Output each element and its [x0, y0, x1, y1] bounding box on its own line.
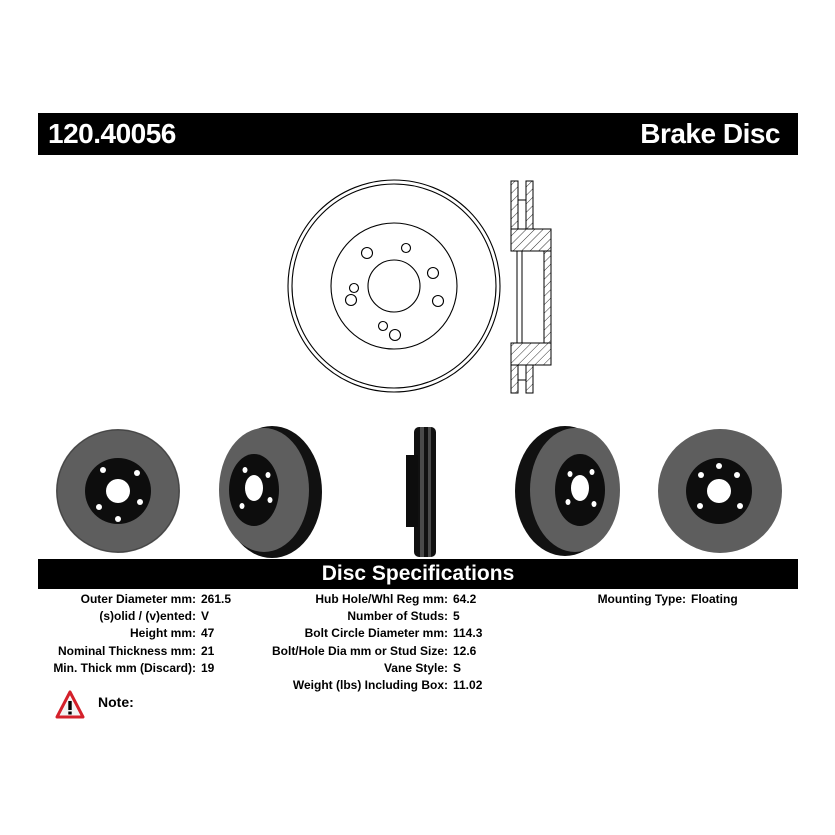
- spec-row: Number of Studs: 5: [270, 608, 482, 625]
- spec-row: Height mm: 47: [30, 625, 231, 642]
- spec-label: Vane Style:: [383, 660, 448, 675]
- spec-label: Number of Studs:: [347, 609, 448, 624]
- spec-label: (s)olid / (v)ented:: [99, 609, 196, 624]
- spec-label: Min. Thick mm (Discard):: [53, 660, 196, 675]
- spec-row: Hub Hole/Whl Reg mm: 64.2: [270, 591, 482, 608]
- note-label: Note:: [98, 694, 134, 710]
- product-type: Brake Disc: [640, 118, 780, 149]
- spec-label: Bolt Circle Diameter mm:: [304, 626, 448, 641]
- spec-row: Bolt/Hole Dia mm or Stud Size: 12.6: [270, 643, 482, 660]
- spec-value: 64.2: [453, 592, 477, 606]
- spec-row: Outer Diameter mm: 261.5: [30, 591, 231, 608]
- spec-value: 11.02: [453, 678, 483, 693]
- spec-value: V: [201, 609, 210, 624]
- spec-row: Bolt Circle Diameter mm: 114.3: [270, 625, 483, 642]
- spec-label: Nominal Thickness mm:: [57, 643, 196, 658]
- spec-value: 114.3: [453, 626, 483, 641]
- specs-title-bar: Disc Specifications: [38, 559, 798, 589]
- specs-column-right: Mounting Type: Floating: [560, 591, 738, 608]
- spec-row: Mounting Type: Floating: [560, 591, 738, 608]
- spec-value: 19: [201, 660, 215, 675]
- spec-row: Min. Thick mm (Discard): 19: [30, 660, 231, 677]
- spec-label: Mounting Type:: [597, 592, 686, 606]
- specs-title: Disc Specifications: [321, 562, 515, 585]
- specs-column-middle: Hub Hole/Whl Reg mm: 64.2 Number of Studs…: [270, 591, 482, 694]
- spec-value: 21: [201, 643, 215, 658]
- warning-triangle-icon: [55, 690, 85, 719]
- spec-value: S: [453, 660, 462, 675]
- spec-value: 5: [453, 609, 460, 624]
- part-number: 120.40056: [48, 118, 176, 149]
- spec-value: Floating: [691, 592, 738, 606]
- spec-row: Nominal Thickness mm: 21: [30, 643, 231, 660]
- spec-label: Weight (lbs) Including Box:: [292, 678, 448, 693]
- spec-label: Height mm:: [130, 626, 196, 641]
- spec-label: Bolt/Hole Dia mm or Stud Size:: [271, 643, 448, 658]
- specs-column-left: Outer Diameter mm: 261.5 (s)olid / (v)ent…: [30, 591, 231, 677]
- spec-row: Weight (lbs) Including Box: 11.02: [270, 677, 482, 694]
- spec-value: 261.5: [201, 592, 232, 606]
- spec-row: Vane Style: S: [270, 660, 482, 677]
- spec-value: 47: [201, 626, 215, 641]
- spec-row: (s)olid / (v)ented: V: [30, 608, 231, 625]
- title-bar: 120.40056 Brake Disc: [38, 113, 798, 155]
- spec-value: 12.6: [453, 643, 477, 658]
- spec-label: Outer Diameter mm:: [80, 592, 196, 606]
- spec-label: Hub Hole/Whl Reg mm:: [315, 592, 448, 606]
